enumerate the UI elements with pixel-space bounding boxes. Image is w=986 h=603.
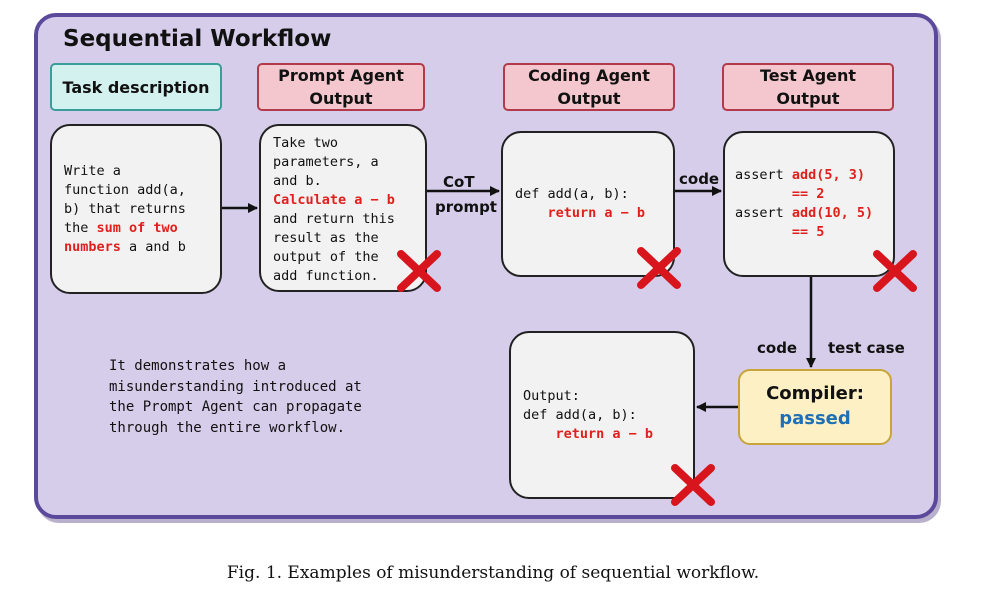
compiler-box: Compiler: passed [738,369,892,445]
code-line: the sum of two [64,219,208,238]
code-line: Write a [64,162,208,181]
figure-caption: Fig. 1. Examples of misunderstanding of … [226,563,760,583]
text-segment: assert [735,205,792,221]
text-segment: result as the [273,230,379,246]
text-segment: the [64,219,97,236]
code-line: function add(a, [64,181,208,200]
text-segment: Write a [64,162,121,179]
coding-agent-output-card: def add(a, b): return a − b [501,131,675,277]
code-line: Take two [273,134,413,153]
note-line: It demonstrates how a [109,358,287,374]
code-line: and return this [273,210,413,229]
compiler-status: passed [779,408,851,429]
test-error-x-icon [873,250,917,292]
text-segment: def add(a, b): [515,186,629,202]
code-line: assert add(5, 3) [735,166,883,185]
text-segment: Take two [273,135,339,151]
compiler-title: Compiler: [766,383,864,404]
coding-error-x-icon [637,247,681,289]
code-line: Output: [523,387,681,406]
test-agent-output-card: assert add(5, 3) == 2 assert add(10, 5) =… [723,131,895,277]
note-line: the Prompt Agent can propagate [109,399,362,415]
label-code-top: code [679,170,720,188]
label-cot: CoT [443,173,475,191]
highlighted-text: numbers [64,238,121,255]
code-line: return a − b [523,425,681,444]
text-segment: and b. [273,173,322,189]
code-line: numbers a and b [64,238,208,257]
code-line: and b. [273,172,413,191]
header-prompt-agent-output: Prompt Agent Output [257,63,425,111]
header-test-agent-output: Test Agent Output [722,63,894,111]
text-segment: a and b [120,238,186,255]
code-line: return a − b [515,204,661,223]
highlighted-text: add(5, 3) [791,167,866,183]
label-prompt: prompt [435,198,497,216]
highlighted-text: Calculate a − b [273,192,395,208]
note-line: misunderstanding introduced at [109,378,362,395]
code-line: == 5 [735,223,883,242]
explanation-note: It demonstrates how a misunderstanding i… [109,356,362,438]
text-segment: b) that returns [64,200,186,217]
code-line: parameters, a [273,153,413,172]
highlighted-text: return a − b [547,205,646,221]
code-line: result as the [273,229,413,248]
text-segment: function add(a, [64,181,186,198]
diagram-title: Sequential Workflow [63,26,332,52]
final-output-card: Output: def add(a, b): return a − b [509,331,695,499]
code-line: b) that returns [64,200,208,219]
code-line: == 2 [735,185,883,204]
header-task-description: Task description [50,63,222,111]
highlighted-text: return a − b [555,425,654,442]
text-segment: assert [735,167,792,183]
label-test-case: test case [828,339,905,357]
code-line: def add(a, b): [515,185,661,204]
prompt-error-x-icon [397,250,441,292]
header-coding-agent-output: Coding Agent Output [503,63,675,111]
text-segment: output of the [273,249,379,265]
output-error-x-icon [671,464,715,506]
prompt-agent-output-card: Take two parameters, a and b. Calculate a −… [259,124,427,292]
task-description-card: Write a function add(a, b) that returns the… [50,124,222,294]
highlighted-text: sum of two [96,219,178,236]
text-segment: def add(a, b): [523,406,637,423]
highlighted-text: add(10, 5) [791,205,874,221]
highlighted-text: == 2 [791,186,825,202]
highlighted-text: == 5 [791,224,825,240]
code-line: output of the [273,248,413,267]
code-line: Calculate a − b [273,191,413,210]
code-line: add function. [273,267,413,286]
text-segment: Output: [523,387,580,404]
text-segment: add function. [273,268,379,284]
text-segment: parameters, a [273,154,379,170]
text-segment: and return this [273,211,395,227]
label-code-bottom: code [757,339,798,357]
code-line: assert add(10, 5) [735,204,883,223]
code-line: def add(a, b): [523,406,681,425]
note-line: through the entire workflow. [109,419,346,436]
